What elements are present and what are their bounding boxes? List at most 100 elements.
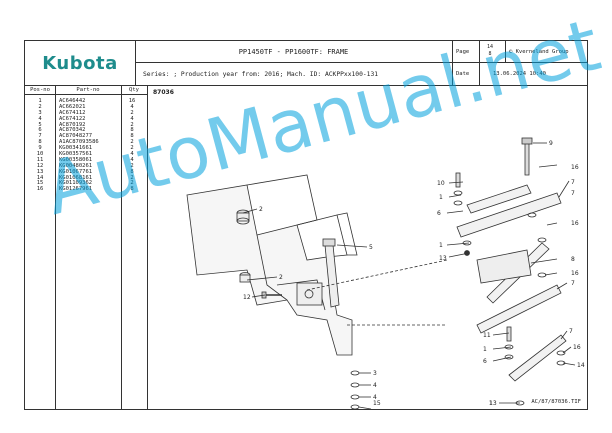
table-row: 15 KG01109362 2: [25, 181, 147, 187]
qty-cell: 2: [130, 109, 134, 116]
part-cell: KG00358061: [59, 156, 93, 163]
callout-14: 14: [577, 362, 585, 369]
part-cell: KG00357561: [59, 151, 93, 158]
part-cell: KG01068161: [59, 174, 93, 181]
pos-cell: 8: [38, 139, 42, 146]
callout-1: 1: [439, 242, 443, 249]
part-cell: KG01109362: [59, 180, 93, 187]
page-current: 14: [486, 44, 494, 50]
part-cell: KG00341661: [59, 145, 93, 152]
pos-cell: 4: [38, 115, 42, 122]
pos-cell: 16: [36, 186, 44, 193]
part-cell: AC674122: [59, 115, 86, 122]
table-row: 11 KG00358061 4: [25, 156, 147, 164]
part-cell: AC870192: [59, 121, 86, 128]
table-row: 5 AC870192 2: [25, 121, 147, 129]
page-title: PP1450TF - PP1600TF: FRAME: [135, 41, 453, 63]
pos-cell: 6: [38, 127, 42, 134]
logo-box: Kubota: [25, 41, 136, 85]
callout-13: 13: [489, 400, 497, 407]
sheet-header: Kubota PP1450TF - PP1600TF: FRAME Series…: [25, 41, 587, 86]
pos-cell: 5: [38, 121, 42, 128]
callout-1: 1: [483, 346, 487, 353]
qty-cell: 4: [130, 151, 134, 158]
qty-cell: 2: [130, 121, 134, 128]
callout-6: 6: [483, 358, 487, 365]
qty-cell: 4: [130, 156, 134, 163]
table-row: 14 KG01068161 2: [25, 174, 147, 182]
table-row: 9 KG00341661 2: [25, 145, 147, 152]
qty-cell: 16: [128, 98, 136, 104]
qty-cell: 8: [130, 168, 134, 175]
pos-cell: 11: [36, 156, 44, 163]
qty-cell: 8: [130, 186, 134, 193]
callout-13: 13: [439, 255, 447, 262]
qty-cell: 4: [130, 103, 134, 110]
date-meta: Date 13.06.2024 10:40: [453, 63, 587, 85]
table-row: 6 AC870342 8: [25, 128, 147, 134]
parts-sheet: Kubota PP1450TF - PP1600TF: FRAME Series…: [24, 40, 588, 410]
copyright: © Kverneland Group: [509, 49, 569, 55]
date-label: Date: [456, 71, 470, 77]
page-meta: Page 14 8 © Kverneland Group: [453, 41, 587, 63]
callout-2: 2: [279, 274, 283, 281]
callout-16: 16: [571, 270, 579, 277]
pos-cell: 2: [38, 103, 42, 110]
qty-cell: 2: [130, 174, 134, 181]
qty-cell: 4: [130, 115, 134, 122]
callout-4: 4: [373, 394, 377, 401]
pos-cell: 3: [38, 109, 42, 116]
callout-7: 7: [571, 280, 575, 287]
callout-7: 7: [569, 328, 573, 335]
table-row: 10 KG00357561 4: [25, 151, 147, 158]
table-row: 2 AC662021 4: [25, 103, 147, 111]
page-total: 8: [488, 51, 492, 57]
series-info: Series: ; Production year from: 2016; Ma…: [135, 63, 453, 85]
qty-cell: 8: [130, 127, 134, 134]
col-qty: Qty: [121, 85, 147, 95]
callout-3: 3: [373, 370, 377, 377]
page-number: 14 8: [483, 44, 497, 58]
table-row: 7 AC87048277 8: [25, 133, 147, 140]
callout-16: 16: [571, 164, 579, 171]
callout-1: 1: [489, 400, 493, 407]
pos-cell: 7: [38, 133, 42, 140]
callout-2: 2: [259, 206, 263, 213]
callout-9: 9: [549, 140, 553, 147]
col-part: Part-no: [55, 85, 121, 95]
pos-cell: 15: [36, 180, 44, 187]
table-row: 3 AC674112 2: [25, 109, 147, 117]
part-cell: AC674112: [59, 109, 86, 116]
pos-cell: 1: [38, 98, 42, 104]
callout-15: 15: [373, 400, 381, 407]
qty-cell: 2: [130, 145, 134, 152]
pos-cell: 10: [36, 151, 44, 158]
pos-cell: 9: [38, 145, 42, 152]
qty-cell: 2: [130, 162, 134, 169]
table-row: 4 AC674122 4: [25, 115, 147, 123]
callout-16: 16: [571, 220, 579, 227]
callout-7: 7: [571, 179, 575, 186]
figure-id: 87036: [153, 89, 174, 96]
qty-cell: 2: [130, 180, 134, 187]
callout-5: 5: [369, 244, 373, 251]
part-cell: KG00480261: [59, 162, 93, 169]
page-label: Page: [456, 49, 470, 55]
callout-6: 6: [437, 210, 441, 217]
part-cell: AC870342: [59, 127, 86, 134]
qty-cell: 8: [130, 133, 134, 140]
part-cell: AC662021: [59, 103, 86, 110]
table-row: 16 KG01267961 8: [25, 186, 147, 193]
exploded-diagram: 87036: [147, 85, 587, 409]
pos-cell: 12: [36, 162, 44, 169]
pos-cell: 14: [36, 174, 44, 181]
part-cell: AC646442: [59, 98, 86, 104]
part-cell: KG01267961: [59, 186, 93, 193]
callout-4: 4: [373, 382, 377, 389]
part-cell: AC87048277: [59, 133, 93, 140]
